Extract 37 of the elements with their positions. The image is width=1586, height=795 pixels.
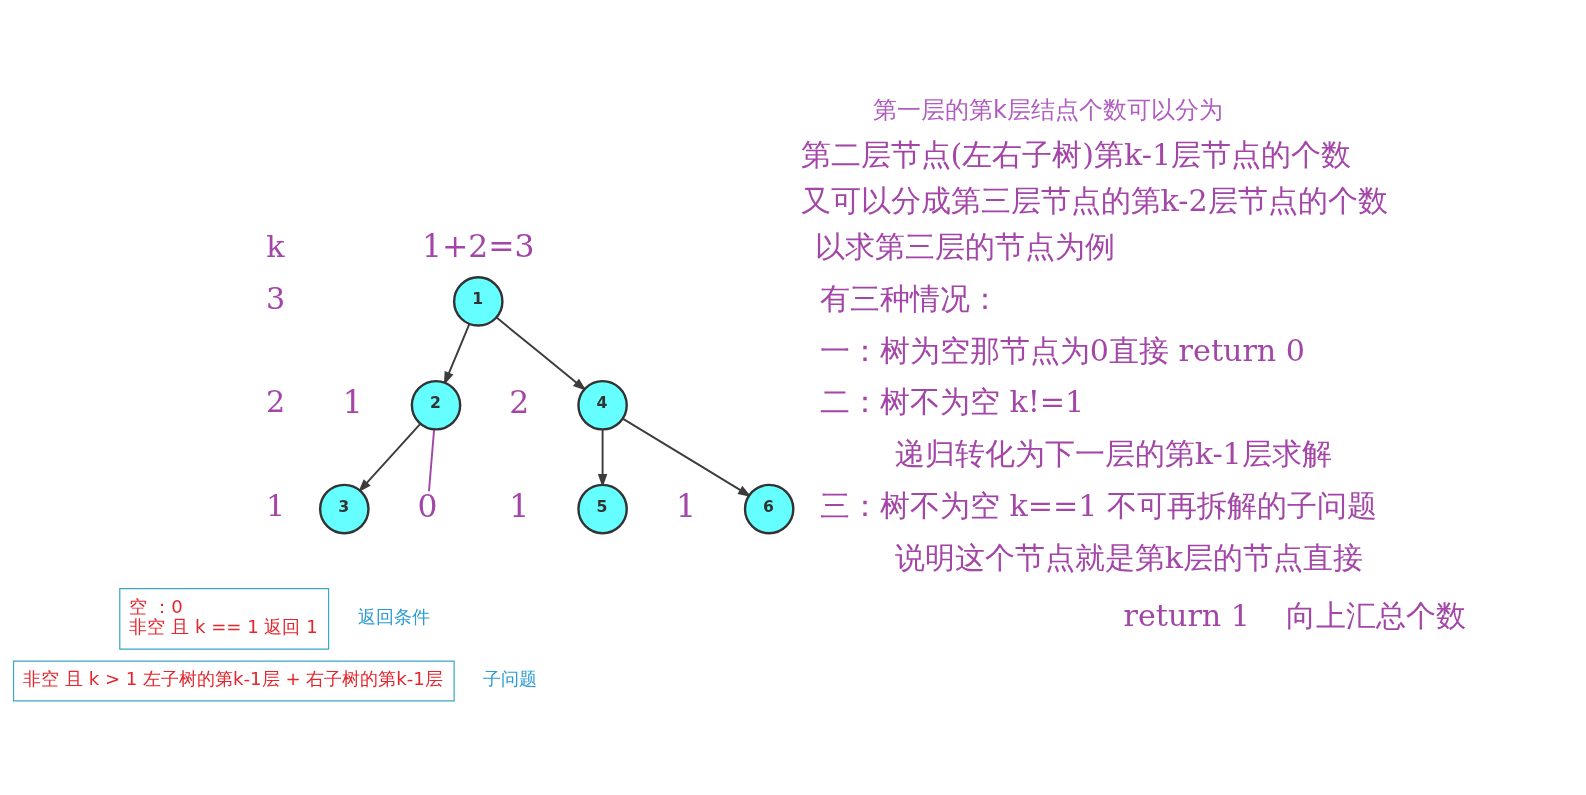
node-circle: 2 <box>410 379 462 431</box>
arrow <box>495 316 587 391</box>
label: 第一层的第k层结点个数可以分为 <box>872 95 1223 124</box>
label: 3 <box>265 280 286 316</box>
label: 又可以分成第三层节点的第k-2层节点的个数 <box>800 182 1388 218</box>
label: 一：树为空那节点为0直接 return 0 <box>819 332 1306 368</box>
label: 三：树不为空 k==1 不可再拆解的子问题 <box>819 487 1378 523</box>
node-label: 1+2=3 <box>422 227 535 264</box>
node-label: 返回条件 <box>357 605 430 627</box>
node-label: 子问题 <box>483 667 538 689</box>
node-box: 空 ：0 非空 且 k == 1 返回 1 <box>119 587 330 650</box>
connector <box>428 428 436 492</box>
label: 有三种情况： <box>819 280 1000 316</box>
label: 2 <box>265 383 286 419</box>
label: return 1 <box>1123 597 1251 633</box>
node-label: 1 <box>675 487 696 524</box>
node-label: 1 <box>509 487 530 524</box>
label: 说明这个节点就是第k层的节点直接 <box>894 539 1363 575</box>
label: 1 <box>265 487 286 523</box>
arrow <box>597 428 608 487</box>
label: 以求第三层的节点为例 <box>815 228 1116 264</box>
node-text: 0 <box>417 487 438 524</box>
node-circle: 5 <box>577 483 628 534</box>
node-circle: 3 <box>318 483 370 534</box>
arrow <box>621 417 752 497</box>
label: k <box>266 228 285 264</box>
node-box: 非空 且 k > 1 左子树的第k-1层 + 右子树的第k-1层 <box>12 660 455 702</box>
node-circle: 4 <box>577 379 628 431</box>
label: 向上汇总个数 <box>1286 597 1467 633</box>
label: 第二层节点(左右子树)第k-1层节点的个数 <box>800 136 1352 172</box>
node-label: 1 <box>342 383 363 420</box>
arrow <box>358 422 421 493</box>
node-circle: 1 <box>452 275 504 327</box>
node-circle: 6 <box>743 483 795 534</box>
node-label: 2 <box>509 383 530 420</box>
label: 递归转化为下一层的第k-1层求解 <box>894 435 1332 471</box>
label: 二：树不为空 k!=1 <box>819 383 1085 419</box>
